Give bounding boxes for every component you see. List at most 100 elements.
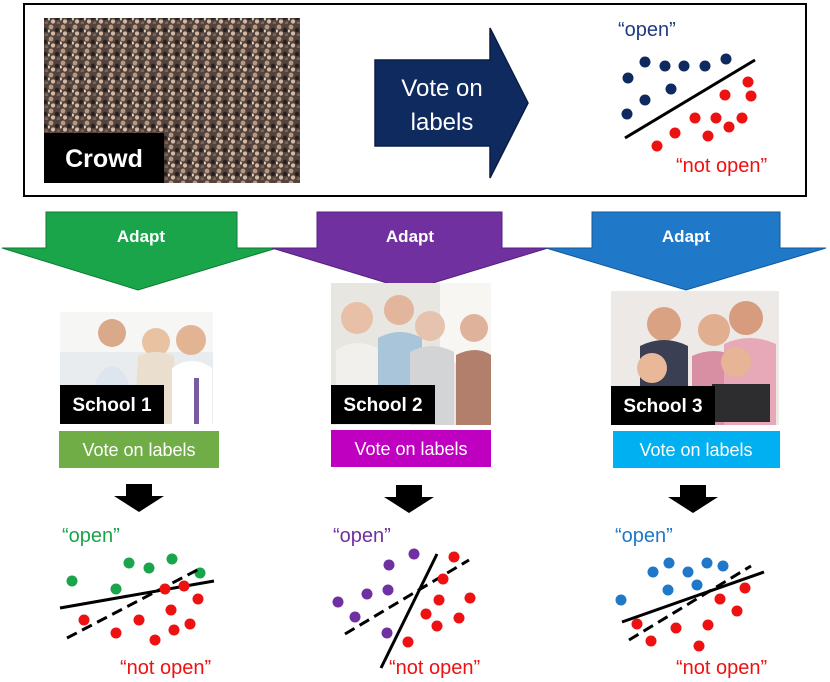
top-label-not-open: “not open” (676, 155, 767, 177)
open-point (621, 108, 633, 120)
school-2-label: School 2 (343, 395, 422, 416)
not-open-point (669, 127, 681, 139)
open-point (110, 583, 122, 595)
adapt-label-school-1: Adapt (117, 227, 166, 246)
not-open-point (745, 90, 757, 102)
not-open-point (645, 635, 657, 647)
open-point (382, 584, 394, 596)
adapted-boundary-line (379, 553, 439, 669)
not-open-point (631, 618, 643, 630)
adapt-label-school-2: Adapt (386, 227, 435, 246)
open-point (663, 557, 675, 569)
not-open-point (437, 573, 449, 585)
open-point (659, 60, 671, 72)
not-open-point (168, 624, 180, 636)
vote-arrow-text-line1: Vote on (401, 75, 482, 102)
school-1-label: School 1 (72, 395, 152, 416)
not-open-point (110, 627, 122, 639)
open-point (123, 557, 135, 569)
open-point (381, 627, 393, 639)
adapt-arrow-school-2 (271, 211, 549, 291)
school-2-label-box (331, 385, 435, 424)
crowd-label-box (44, 133, 164, 183)
school-3-label-not-open: “not open” (676, 657, 767, 679)
school-2-label-open: “open” (333, 525, 391, 547)
not-open-point (420, 608, 432, 620)
not-open-point (433, 594, 445, 606)
not-open-point (448, 551, 460, 563)
not-open-point (702, 619, 714, 631)
not-open-point (651, 140, 663, 152)
open-point (383, 559, 395, 571)
open-point (332, 596, 344, 608)
not-open-point (402, 636, 414, 648)
open-point (682, 566, 694, 578)
school-2-vote-box (331, 430, 491, 467)
crowd-label: Crowd (65, 145, 143, 173)
adapted-boundary-line (621, 570, 765, 624)
open-point (699, 60, 711, 72)
school-3-scatter-plot: “open” “not open” (615, 525, 767, 679)
not-open-point (431, 620, 443, 632)
open-point (701, 557, 713, 569)
school-3-down-arrow (668, 485, 718, 513)
not-open-point (192, 593, 204, 605)
school-1-label-box (60, 385, 164, 424)
school-3-label-box (611, 386, 715, 425)
school-1-label-open: “open” (62, 525, 120, 547)
open-point (361, 588, 373, 600)
not-open-point (149, 634, 161, 646)
school-2-scatter-plot: “open” “not open” (332, 525, 480, 679)
not-open-point (739, 582, 751, 594)
not-open-point (736, 112, 748, 124)
crowd-boundary-dashed-line (66, 566, 202, 640)
open-point (166, 553, 178, 565)
open-point (639, 94, 651, 106)
open-point (720, 53, 732, 65)
adapted-boundary-line (59, 579, 215, 610)
not-open-point (719, 89, 731, 101)
not-open-point (693, 640, 705, 652)
not-open-point (723, 121, 735, 133)
not-open-point (78, 614, 90, 626)
adapt-label-school-3: Adapt (662, 227, 711, 246)
not-open-point (453, 612, 465, 624)
not-open-point (689, 112, 701, 124)
open-point (615, 594, 627, 606)
school-1-label-not-open: “not open” (120, 657, 211, 679)
not-open-point (731, 605, 743, 617)
open-point (678, 60, 690, 72)
not-open-point (702, 130, 714, 142)
not-open-point (178, 580, 190, 592)
school-3-vote-label: Vote on labels (639, 440, 752, 460)
not-open-point (165, 604, 177, 616)
not-open-point (710, 112, 722, 124)
open-point (691, 579, 703, 591)
school-1-vote-box (59, 431, 219, 468)
crowd-boundary-dashed-line (628, 564, 752, 642)
open-point (665, 83, 677, 95)
open-point (717, 560, 729, 572)
not-open-point (742, 76, 754, 88)
open-point (408, 548, 420, 560)
open-point (349, 611, 361, 623)
school-2-vote-label: Vote on labels (354, 439, 467, 459)
top-scatter-plot: “open” “not open” (618, 19, 767, 177)
decision-boundary-line (624, 58, 756, 140)
open-point (647, 566, 659, 578)
school-1-down-arrow (114, 484, 164, 512)
open-point (639, 56, 651, 68)
adapt-arrow-school-1 (1, 211, 278, 291)
school-2-down-arrow (384, 485, 434, 513)
school-1-scatter-plot: “open” “not open” (59, 525, 215, 679)
school-3-label: School 3 (623, 396, 702, 417)
vote-arrow-text-line2: labels (411, 109, 474, 136)
adapt-arrow-school-3 (545, 211, 827, 291)
open-point (662, 584, 674, 596)
not-open-point (670, 622, 682, 634)
open-point (143, 562, 155, 574)
not-open-point (184, 618, 196, 630)
not-open-point (714, 593, 726, 605)
not-open-point (159, 583, 171, 595)
